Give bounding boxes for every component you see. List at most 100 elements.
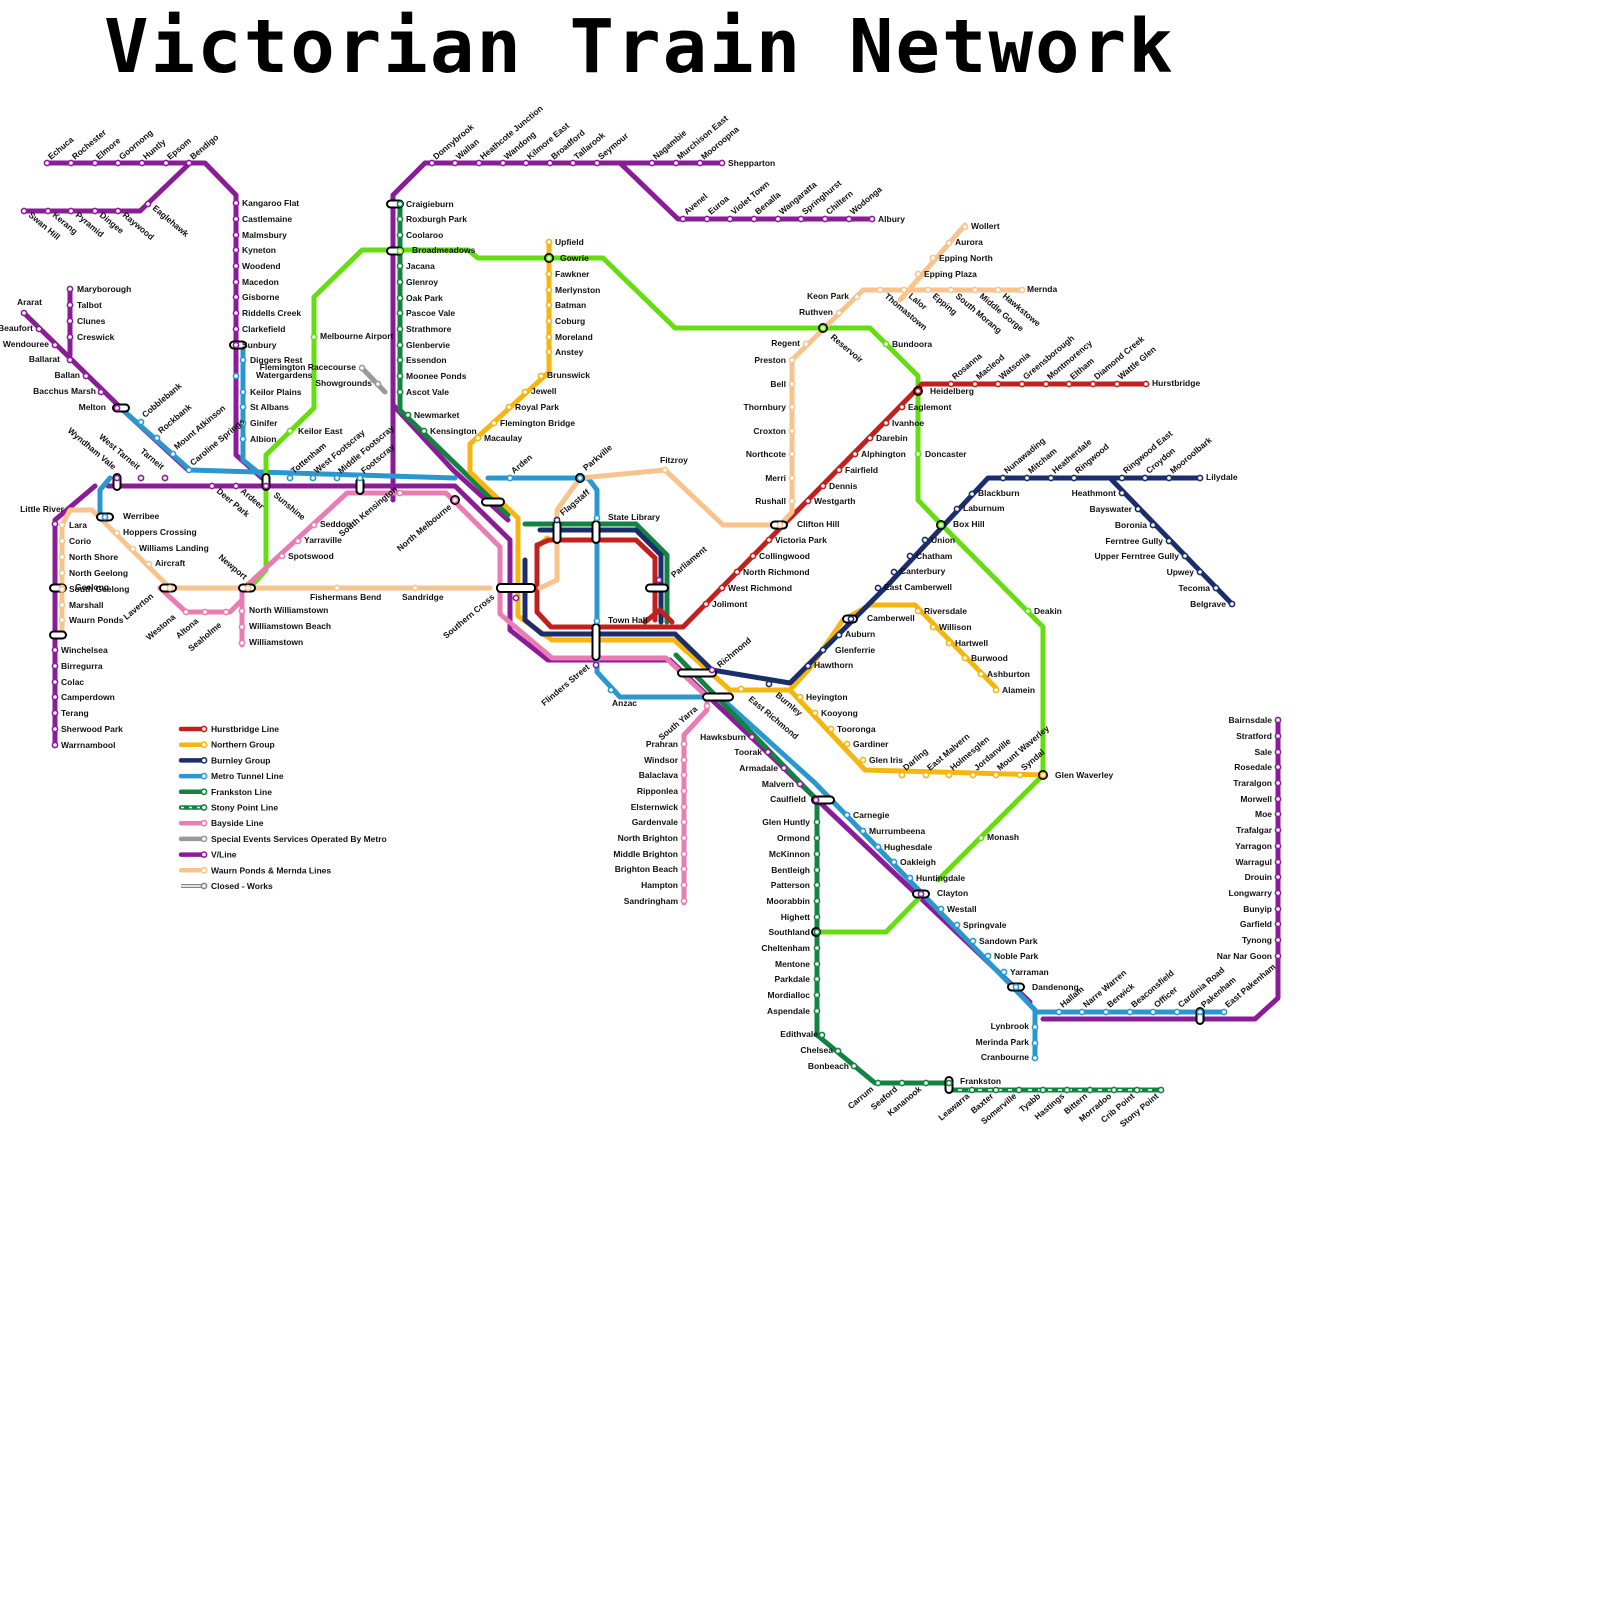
station-collingwood-label: Collingwood bbox=[759, 551, 810, 561]
route-line-metro-tunnel bbox=[240, 342, 268, 481]
station-carnegie-dot bbox=[843, 811, 851, 819]
station-willison-label: Willison bbox=[939, 622, 972, 632]
station-yarraville-label: Yarraville bbox=[304, 535, 342, 545]
station-darebin-dot bbox=[866, 434, 874, 442]
station-waurn-ponds-dot bbox=[58, 616, 66, 624]
station-talbot-label: Talbot bbox=[77, 300, 102, 310]
station-bairnsdale-label: Bairnsdale bbox=[1229, 715, 1273, 725]
station-traralgon-label: Traralgon bbox=[1233, 778, 1272, 788]
station-prahran-dot bbox=[680, 740, 688, 748]
station-melbourne-airport-dot bbox=[310, 333, 318, 341]
station-chatham-dot bbox=[906, 552, 914, 560]
station-monash-label: Monash bbox=[987, 832, 1019, 842]
station-tarneit-label: Tarneit bbox=[138, 446, 166, 472]
station-jewell-dot bbox=[521, 388, 529, 396]
station-ginifer-dot bbox=[239, 419, 247, 427]
route-line-hurstbridge bbox=[642, 607, 675, 625]
station-coolaroo-label: Coolaroo bbox=[406, 230, 443, 240]
station-moonee-ponds-dot bbox=[396, 372, 404, 380]
station-victoria-park-dot bbox=[765, 536, 773, 544]
station-bentleigh-dot bbox=[813, 866, 821, 874]
station-ivanhoe-dot bbox=[882, 419, 890, 427]
station-beaufort-label: Beaufort bbox=[0, 323, 33, 333]
station-fishermans-bend-dot bbox=[333, 584, 341, 592]
route-line-bayside bbox=[239, 490, 710, 906]
station-raywood-dot bbox=[114, 207, 122, 215]
station-sandown-park-dot bbox=[969, 937, 977, 945]
station-macedon-label: Macedon bbox=[242, 277, 279, 287]
station-ballan-label: Ballan bbox=[54, 370, 80, 380]
station-pascoe-vale-dot bbox=[396, 309, 404, 317]
station-croxton-label: Croxton bbox=[753, 426, 786, 436]
station-benalla-dot bbox=[750, 215, 758, 223]
station-brighton-beach-dot bbox=[680, 865, 688, 873]
station-essendon-label: Essendon bbox=[406, 355, 447, 365]
station-deer-park-dot bbox=[208, 482, 216, 490]
station-ashburton-label: Ashburton bbox=[987, 669, 1030, 679]
station-dingee-dot bbox=[91, 207, 99, 215]
station-upfield-dot bbox=[545, 238, 553, 246]
station-berwick-dot bbox=[1102, 1008, 1110, 1016]
station-westona-label: Westona bbox=[144, 612, 178, 643]
station-maryborough-label: Maryborough bbox=[77, 284, 131, 294]
interchange-marker bbox=[591, 520, 601, 544]
station-deakin-dot bbox=[1024, 607, 1032, 615]
station-auburn-dot bbox=[835, 631, 843, 639]
station-epping-plaza-label: Epping Plaza bbox=[924, 269, 977, 279]
station-rosedale-dot bbox=[1274, 763, 1282, 771]
station-glenroy-dot bbox=[396, 278, 404, 286]
station-werribee-label: Werribee bbox=[123, 511, 159, 521]
station-darling-dot bbox=[898, 771, 906, 779]
station-morwell-label: Morwell bbox=[1240, 794, 1272, 804]
station-bittern-dot bbox=[1086, 1086, 1094, 1094]
station-mckinnon-label: McKinnon bbox=[769, 849, 810, 859]
station-northcote-dot bbox=[788, 450, 796, 458]
route-line-orbital bbox=[813, 894, 923, 935]
station-merinda-park-label: Merinda Park bbox=[976, 1037, 1030, 1047]
interchange-marker bbox=[591, 623, 601, 661]
station-lara-label: Lara bbox=[69, 520, 87, 530]
station-malmsbury-dot bbox=[232, 231, 240, 239]
station-echuca-dot bbox=[43, 159, 51, 167]
station-doncaster-label: Doncaster bbox=[925, 449, 967, 459]
station-tyabb-dot bbox=[1039, 1086, 1047, 1094]
station-bell-label: Bell bbox=[770, 379, 786, 389]
station-colac-label: Colac bbox=[61, 677, 84, 687]
station-alphington-dot bbox=[851, 450, 859, 458]
station-ormond-dot bbox=[813, 834, 821, 842]
station-seaholme-dot bbox=[222, 608, 230, 616]
station-southland-dot bbox=[813, 928, 821, 936]
station-mentone-dot bbox=[813, 960, 821, 968]
station-ferntree-gully-label: Ferntree Gully bbox=[1105, 536, 1163, 546]
station-kyneton-dot bbox=[232, 246, 240, 254]
station-caroline-springs-dot bbox=[185, 466, 193, 474]
station-watergardens-label: Watergardens bbox=[256, 370, 313, 380]
station-melton-label: Melton bbox=[79, 402, 106, 412]
route-line-frankston bbox=[673, 652, 951, 1086]
station-camperdown-dot bbox=[51, 693, 59, 701]
station-south-kensington-dot bbox=[396, 489, 404, 497]
station-strathmore-label: Strathmore bbox=[406, 324, 452, 334]
station-melbourne-airport-label: Melbourne Airport bbox=[320, 331, 394, 341]
station-lalor-dot bbox=[900, 286, 908, 294]
station-footscray-dot bbox=[356, 474, 364, 482]
station-jordanville-dot bbox=[969, 771, 977, 779]
station-morwell-dot bbox=[1274, 795, 1282, 803]
station-heyington-label: Heyington bbox=[806, 692, 848, 702]
station-west-richmond-dot bbox=[718, 584, 726, 592]
station-nar-nar-goon-dot bbox=[1274, 952, 1282, 960]
station-officer-dot bbox=[1149, 1008, 1157, 1016]
station-newport-dot bbox=[244, 584, 252, 592]
station-windsor-dot bbox=[680, 756, 688, 764]
station-toorak-label: Toorak bbox=[734, 747, 762, 757]
station-southern-cross-dot bbox=[512, 594, 520, 602]
station-arden-label: Arden bbox=[509, 452, 534, 475]
station-newmarket-label: Newmarket bbox=[414, 410, 460, 420]
station-kensington-label: Kensington bbox=[430, 426, 477, 436]
station-malvern-label: Malvern bbox=[762, 779, 794, 789]
station-trafalgar-label: Trafalgar bbox=[1236, 825, 1273, 835]
station-markers bbox=[20, 159, 1282, 1094]
station-middle-footscray-dot bbox=[333, 474, 341, 482]
station-labels: EchucaRochesterElmoreGoornongHuntlyEpsom… bbox=[0, 103, 1278, 1129]
station-huntly-dot bbox=[138, 159, 146, 167]
